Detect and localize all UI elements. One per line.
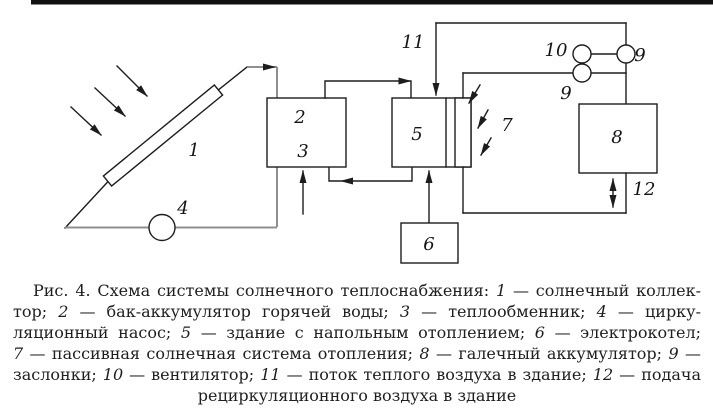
label-heat-exchanger: 3	[297, 141, 308, 162]
label-fan: 10	[545, 40, 568, 61]
fan-circle	[572, 44, 592, 64]
caption-line: Рис. 4. Схема системы солнечного теплосн…	[33, 281, 702, 300]
supply-pipe	[324, 80, 412, 99]
supply-arrowhead	[398, 77, 412, 85]
sun-ray-arrow	[116, 65, 148, 97]
passive-sun-arrow	[480, 137, 492, 156]
pump-circle	[148, 213, 176, 242]
label-boiler: 6	[423, 234, 434, 255]
label-tank: 2	[293, 107, 305, 128]
label-damper-lower: 9	[560, 83, 571, 104]
warm-air-duct	[432, 22, 627, 96]
label-damper-upper: 9	[634, 45, 645, 66]
return-pipe	[328, 166, 413, 182]
label-recirculation: 12	[633, 179, 656, 200]
passive-sun-arrow	[477, 109, 489, 129]
solar-heating-diagram: 1 4 2 3 5 11	[31, 0, 713, 264]
sun-ray-arrow	[70, 106, 102, 136]
collector-stand-line	[64, 173, 116, 229]
passive-sun-arrow	[468, 84, 481, 104]
recirculation-duct	[462, 166, 627, 214]
fan-damper-lines	[462, 53, 627, 105]
collector-loop-pipes	[65, 63, 278, 229]
boiler-box	[400, 222, 459, 264]
solar-collector	[102, 84, 224, 188]
caption-line: ляционный насос; 5 — здание с напольным …	[13, 323, 701, 342]
sun-rays-icon	[70, 65, 148, 136]
pebble-accumulator-box	[578, 103, 658, 174]
label-collector: 1	[188, 140, 199, 161]
caption-line: 7 — пассивная солнечная система отоплени…	[13, 344, 701, 363]
figure-caption: Рис. 4. Схема системы солнечного теплосн…	[13, 280, 701, 406]
tank-box	[266, 97, 347, 168]
sun-ray-arrow	[94, 87, 126, 117]
label-pump: 4	[176, 198, 188, 219]
label-warm-air: 11	[402, 32, 425, 53]
label-passive-system: 7	[501, 115, 513, 136]
label-building: 5	[411, 124, 422, 145]
caption-line: рециркуляционного воздуха в здание	[197, 386, 517, 405]
damper-upper-circle	[616, 44, 636, 64]
passive-sun-arrows-icon	[468, 84, 492, 156]
damper-lower-circle	[572, 63, 592, 83]
label-pebble-accumulator: 8	[611, 127, 622, 148]
passive-wall-strip	[454, 97, 472, 168]
return-arrowhead	[340, 177, 353, 185]
flow-arrowhead	[263, 63, 276, 71]
top-rule	[31, 0, 713, 5]
caption-line: тор; 2 — бак-аккумулятор горячей воды; 3…	[13, 302, 702, 321]
caption-line: заслонки; 10 — вентилятор; 11 — поток те…	[13, 365, 701, 384]
